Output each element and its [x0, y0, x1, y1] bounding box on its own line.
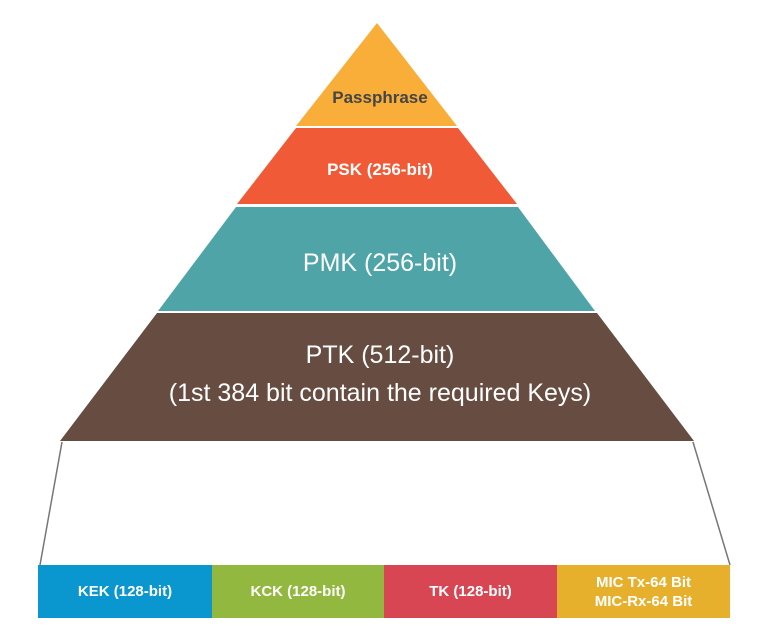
expansion-line-left: [39, 441, 63, 566]
key-kek-label: KEK (128-bit): [77, 583, 173, 600]
layer-pmk-label: PMK (256-bit): [302, 249, 458, 277]
layer-ptk-label: PTK (512-bit): [305, 341, 455, 369]
layer-passphrase-shape: [296, 23, 457, 126]
key-mic-tx-label: MIC Tx-64 Bit: [595, 573, 691, 591]
key-kek: KEK (128-bit): [38, 565, 212, 618]
expansion-line-right: [692, 441, 731, 566]
key-tk: TK (128-bit): [384, 565, 557, 618]
key-mic-rx-label: MIC-Rx-64 Bit: [594, 592, 693, 610]
layer-psk-shape: [237, 128, 517, 204]
layer-psk-label: PSK (256-bit): [327, 160, 433, 179]
key-kck-label: KCK (128-bit): [250, 583, 346, 600]
key-kck: KCK (128-bit): [212, 565, 384, 618]
key-tk-label: TK (128-bit): [429, 583, 512, 600]
layer-ptk-sublabel: (1st 384 bit contain the required Keys): [168, 379, 592, 407]
key-mic: MIC Tx-64 Bit MIC-Rx-64 Bit: [557, 565, 730, 618]
layer-pmk-shape: [158, 207, 595, 311]
layer-ptk-shape: [60, 313, 694, 441]
layer-passphrase-label: Passphrase: [332, 88, 428, 107]
